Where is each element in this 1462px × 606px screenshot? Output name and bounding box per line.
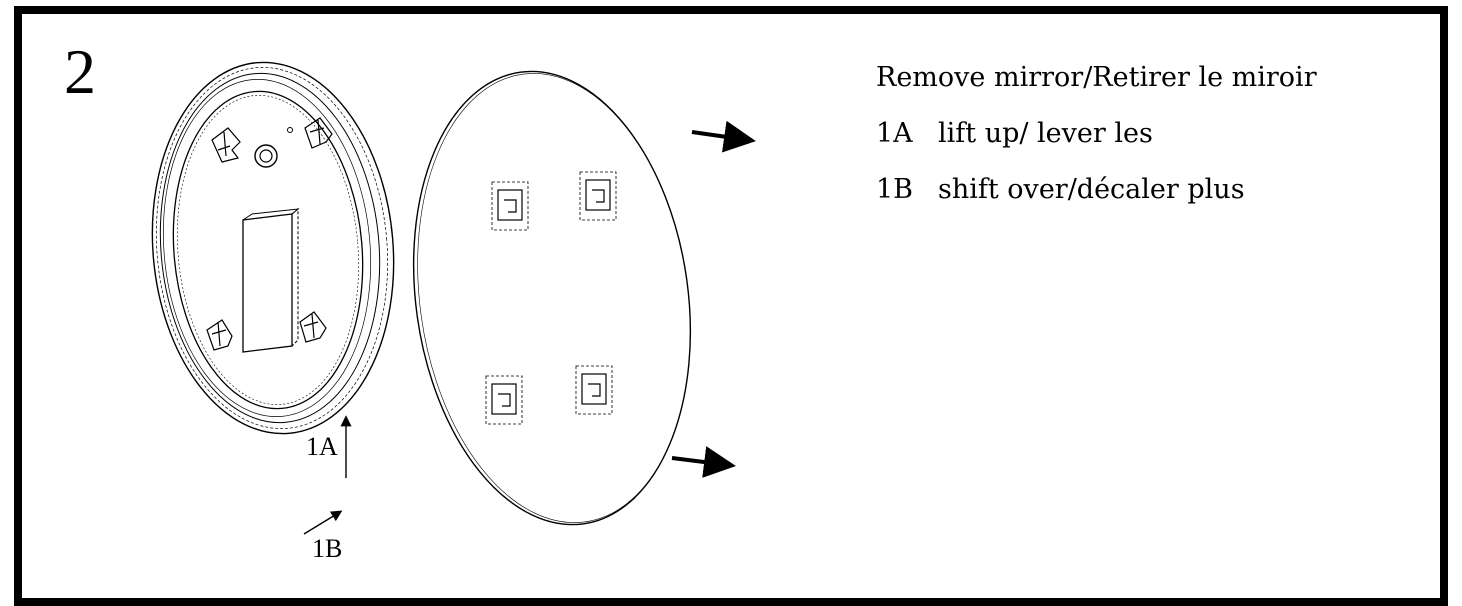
remove-arrow-upper — [691, 120, 756, 153]
instructions-panel: Remove mirror/Retirer le miroir 1A lift u… — [876, 62, 1317, 230]
driver-box — [242, 207, 300, 353]
frame-clip — [299, 311, 327, 343]
instruction-step-1b: 1B shift over/décaler plus — [876, 174, 1317, 230]
step-code: 1A — [876, 118, 913, 149]
frame-clip — [211, 127, 241, 163]
mirror-glass-panel — [412, 70, 692, 526]
instruction-step-1a: 1A lift up/ lever les — [876, 118, 1317, 174]
frame-clip — [206, 319, 233, 351]
mirror-switch — [254, 127, 293, 168]
step-number: 2 — [64, 36, 96, 107]
mirror-hook — [491, 181, 529, 231]
frame-clip — [304, 117, 333, 149]
step-text: lift up/ lever les — [938, 118, 1153, 149]
step-text: shift over/décaler plus — [938, 174, 1245, 205]
mirror-frame-back — [151, 61, 395, 435]
shift-over-arrow — [303, 510, 343, 535]
mirror-hook — [579, 171, 617, 221]
remove-arrow-lower — [671, 446, 736, 478]
mirror-hook — [575, 365, 613, 415]
instructions-title: Remove mirror/Retirer le miroir — [876, 62, 1317, 93]
mirror-removal-illustration — [151, 61, 756, 535]
lift-callout-label: 1A — [306, 432, 338, 461]
mirror-hook — [485, 375, 523, 425]
shift-callout-label: 1B — [312, 534, 343, 563]
step-code: 1B — [876, 174, 914, 205]
